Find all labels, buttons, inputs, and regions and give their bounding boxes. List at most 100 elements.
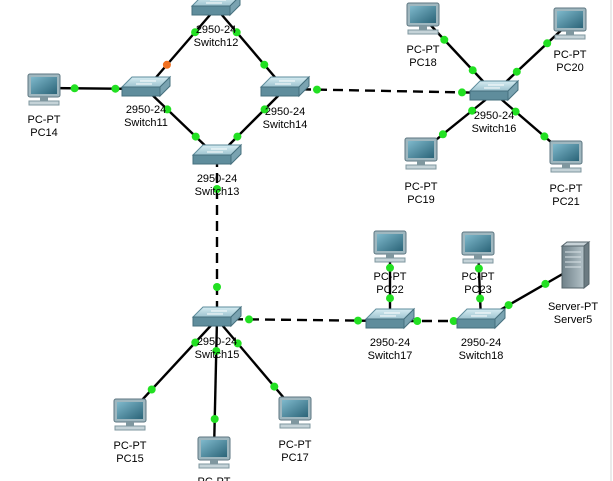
computer-icon [373,230,407,263]
ports-layer [70,28,552,423]
link-sw12-sw14[interactable] [215,7,286,90]
device-name-label: PC17 [281,452,309,464]
port-light-sw15-17 [212,347,221,355]
port-light-sw14-4 [260,105,269,114]
switch-sw11[interactable] [120,75,172,98]
server-icon [560,240,591,290]
device-model-label: PC-PT [554,49,587,61]
port-light-pc21-9 [540,132,549,141]
pc-pc14[interactable] [27,73,61,106]
switch-sw18[interactable] [455,307,507,330]
device-model-label: 2950-24 [461,337,501,349]
switch-sw14[interactable] [259,75,311,98]
pc-pc22[interactable] [373,230,407,263]
device-name-label: PC19 [407,194,435,206]
device-model-label: PC-PT [374,271,407,283]
port-light-sw16-9 [511,107,520,116]
switch-sw17[interactable] [364,307,416,330]
port-light-sw11-1 [162,60,171,69]
server-server5[interactable] [560,240,591,290]
switch-icon [259,75,311,98]
device-name-label: Switch13 [195,186,240,198]
port-light-sw18-15 [504,301,513,310]
link-sw11-sw12[interactable] [145,7,217,90]
port-light-sw17-13 [386,294,394,303]
port-light-pc16-17 [210,415,219,423]
device-model-label: 2950-24 [197,173,237,185]
pc-pc20[interactable] [553,7,587,40]
pc-pc15[interactable] [113,398,147,431]
pc-pc23[interactable] [461,231,495,264]
device-model-label: 2950-24 [265,106,305,118]
device-model-label: 2950-24 [370,337,410,349]
device-model-label: Server-PT [548,301,598,313]
link-sw15-pc16[interactable] [212,318,219,452]
port-light-sw16-6 [468,66,477,75]
pc-pc19[interactable] [404,137,438,170]
device-model-label: PC-PT [550,183,583,195]
switch-icon [468,79,520,102]
port-light-sw16-5 [458,88,466,97]
computer-icon [404,137,438,170]
computer-icon [278,396,312,429]
computer-icon [553,7,587,40]
switch-icon [190,0,241,17]
device-model-label: PC-PT [407,44,440,56]
device-name-label: Server5 [554,314,593,326]
computer-icon [406,2,440,35]
switch-icon [364,307,416,330]
computer-icon [197,436,231,469]
device-name-label: PC22 [376,284,404,296]
port-light-pc14-0 [70,84,79,93]
port-light-sw15-10 [213,283,221,291]
switch-sw12[interactable] [190,0,241,17]
switch-sw13[interactable] [191,143,243,166]
port-light-sw11-3 [163,105,172,114]
link-sw15-pc17[interactable] [216,318,296,412]
port-light-pc20-7 [543,39,552,48]
switch-sw15[interactable] [191,305,243,328]
port-light-sw13-3 [191,132,200,141]
link-sw15-pc15[interactable] [129,318,218,414]
port-light-sw14-2 [260,60,269,69]
device-model-label: PC-PT [462,271,495,283]
port-light-sw17-12 [413,317,422,325]
device-model-label: 2950-24 [197,336,237,348]
port-light-sw17-11 [354,316,362,325]
port-light-sw12-1 [191,28,200,37]
computer-icon [113,398,147,431]
port-light-sw15-18 [233,339,242,348]
device-model-label: PC-PT [405,181,438,193]
device-name-label: Switch18 [459,350,504,362]
port-light-pc19-8 [438,130,447,139]
device-name-label: Switch12 [194,37,239,49]
device-name-label: Switch11 [124,117,168,129]
port-light-sw15-16 [191,338,200,347]
switch-icon [455,307,507,330]
device-model-label: PC-PT [114,440,147,452]
device-name-label: PC21 [552,196,580,208]
switch-sw16[interactable] [468,79,520,102]
pc-pc21[interactable] [549,140,583,173]
pc-pc17[interactable] [278,396,312,429]
port-light-pc15-16 [147,385,156,394]
pc-pc16[interactable] [197,436,231,469]
port-light-pc17-18 [270,382,279,391]
device-name-label: Switch15 [195,349,240,361]
computer-icon [27,73,61,106]
device-name-label: PC14 [30,127,58,139]
device-model-label: PC-PT [279,439,312,451]
device-name-label: PC20 [556,62,584,74]
link-sw15-sw17[interactable] [216,317,391,323]
switch-icon [120,75,172,98]
switch-icon [191,143,243,166]
port-light-pc23-14 [474,264,483,273]
port-light-sw13-4 [233,132,242,141]
device-model-label: 2950-24 [196,24,236,36]
pc-pc18[interactable] [406,2,440,35]
device-model-label: 2950-24 [474,110,514,122]
device-name-label: Switch17 [368,350,413,362]
computer-icon [461,231,495,264]
